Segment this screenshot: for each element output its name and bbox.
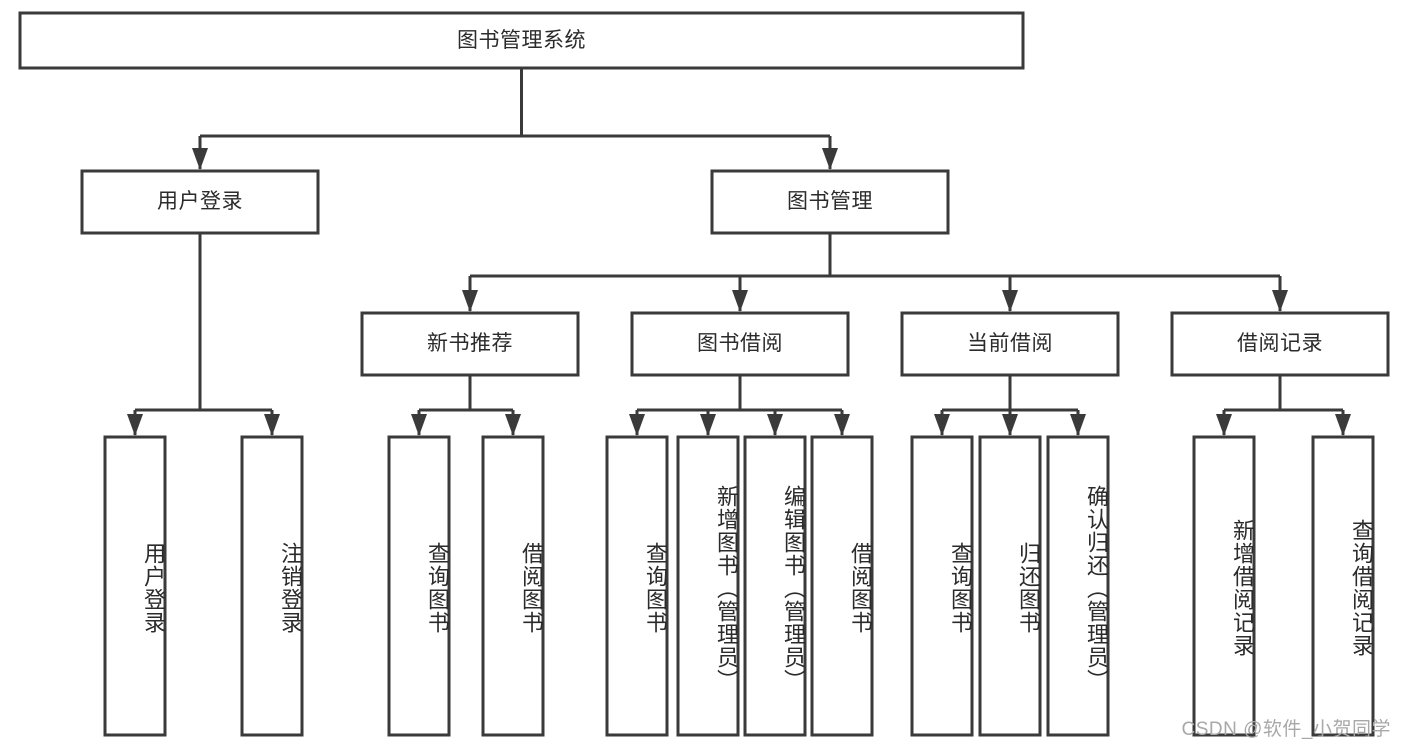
node-box-root: [18, 11, 1025, 70]
node-box-borrow-book-2: [810, 435, 874, 737]
arrow-head-icon-user-logout: [264, 414, 280, 436]
arrow-head-icon-query-book-1: [411, 414, 427, 436]
arrow-head-icon-user-login: [192, 148, 208, 170]
arrow-head-icon-add-borrow-record: [1216, 414, 1232, 436]
node-boxes: [18, 11, 1390, 737]
node-box-book-manage: [710, 169, 950, 235]
arrow-head-icon-edit-book-admin: [767, 414, 783, 436]
arrow-head-icon-query-book-3: [934, 414, 950, 436]
arrow-head-icon-borrow-book-1: [505, 414, 521, 436]
arrow-head-icon-add-book-admin: [700, 414, 716, 436]
arrow-head-icon-book-manage: [822, 148, 838, 170]
arrow-head-icon-borrow-record: [1272, 290, 1288, 312]
node-box-edit-book-admin: [743, 435, 807, 737]
node-box-user-logout: [240, 435, 304, 737]
node-box-new-book-recommend: [360, 311, 580, 377]
node-box-query-book-3: [910, 435, 974, 737]
node-box-user-login-do: [103, 435, 167, 737]
arrow-head-icon-borrow-book-2: [834, 414, 850, 436]
arrow-head-icon-new-book-recommend: [462, 290, 478, 312]
node-box-book-borrow: [630, 311, 850, 377]
arrow-head-icon-book-borrow: [732, 290, 748, 312]
node-box-current-borrow: [900, 311, 1120, 377]
arrow-head-icon-return-book: [1002, 414, 1018, 436]
csdn-watermark: CSDN @软件_小贺同学: [1181, 719, 1391, 740]
node-box-return-book: [978, 435, 1042, 737]
arrow-head-icon-confirm-return-admin: [1070, 414, 1086, 436]
arrow-head-icon-user-login-do: [127, 414, 143, 436]
arrow-head-icon-query-book-2: [629, 414, 645, 436]
node-box-confirm-return-admin: [1046, 435, 1110, 737]
arrow-head-icon-query-borrow-record: [1335, 414, 1351, 436]
node-box-add-borrow-record: [1192, 435, 1256, 737]
connector-lines: [127, 68, 1351, 436]
arrow-head-icon-current-borrow: [1002, 290, 1018, 312]
node-box-borrow-record: [1170, 311, 1390, 377]
node-box-query-book-2: [605, 435, 669, 737]
node-box-user-login: [80, 169, 320, 235]
node-box-query-book-1: [387, 435, 451, 737]
node-box-query-borrow-record: [1311, 435, 1375, 737]
node-box-add-book-admin: [676, 435, 740, 737]
node-box-borrow-book-1: [481, 435, 545, 737]
